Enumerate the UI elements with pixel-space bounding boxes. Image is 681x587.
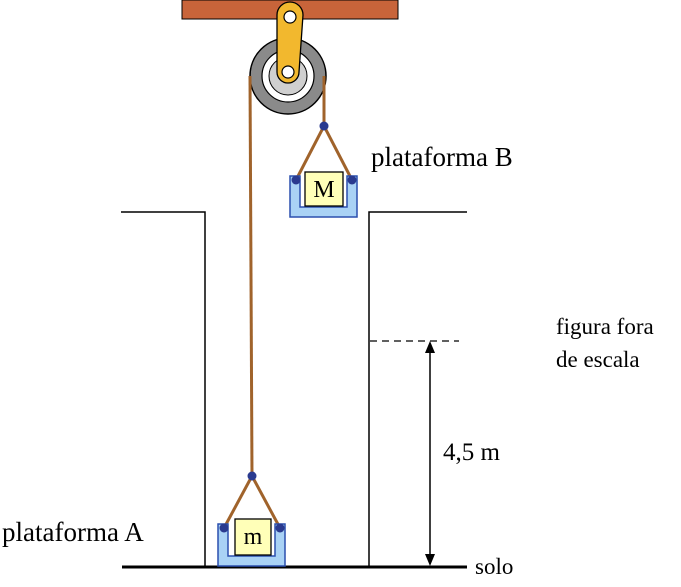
rope-left [248, 75, 254, 477]
platform-b: M [289, 121, 358, 218]
knot-b-top [319, 121, 329, 131]
label-height: 4,5 m [443, 439, 501, 466]
knot-b-right [347, 175, 357, 185]
label-platform-a: plataforma A [2, 517, 144, 547]
mass-label-bottom: m [244, 524, 263, 550]
label-ground: solo [475, 554, 513, 579]
knot-a-top [247, 471, 257, 481]
well-right-wall [368, 211, 467, 567]
label-platform-b: plataforma B [371, 142, 513, 172]
platform-b-block [304, 171, 344, 207]
label-scale-note-line2: de escala [556, 347, 640, 372]
platform-b-sling-right [322, 125, 354, 181]
height-arrow-head-top [425, 341, 435, 353]
platform-a-block [234, 518, 272, 556]
bracket-axle-pin [281, 65, 295, 79]
pulley-bracket [276, 1, 304, 84]
bracket-top-pin [283, 10, 297, 24]
well-left-wall [121, 211, 206, 567]
knot-b-left [291, 175, 301, 185]
platform-a-sling-left [222, 475, 254, 529]
platform-a: m [217, 471, 286, 567]
label-scale-note-line1: figura fora [556, 314, 654, 339]
mass-label-top: M [313, 177, 334, 203]
platform-a-sling-right [250, 475, 282, 529]
height-dimension [370, 340, 459, 566]
platform-b-sling-left [294, 125, 326, 181]
knot-a-left [219, 523, 229, 533]
height-arrow-head-bottom [425, 554, 435, 566]
bracket-arm [276, 1, 304, 84]
knot-a-right [275, 523, 285, 533]
